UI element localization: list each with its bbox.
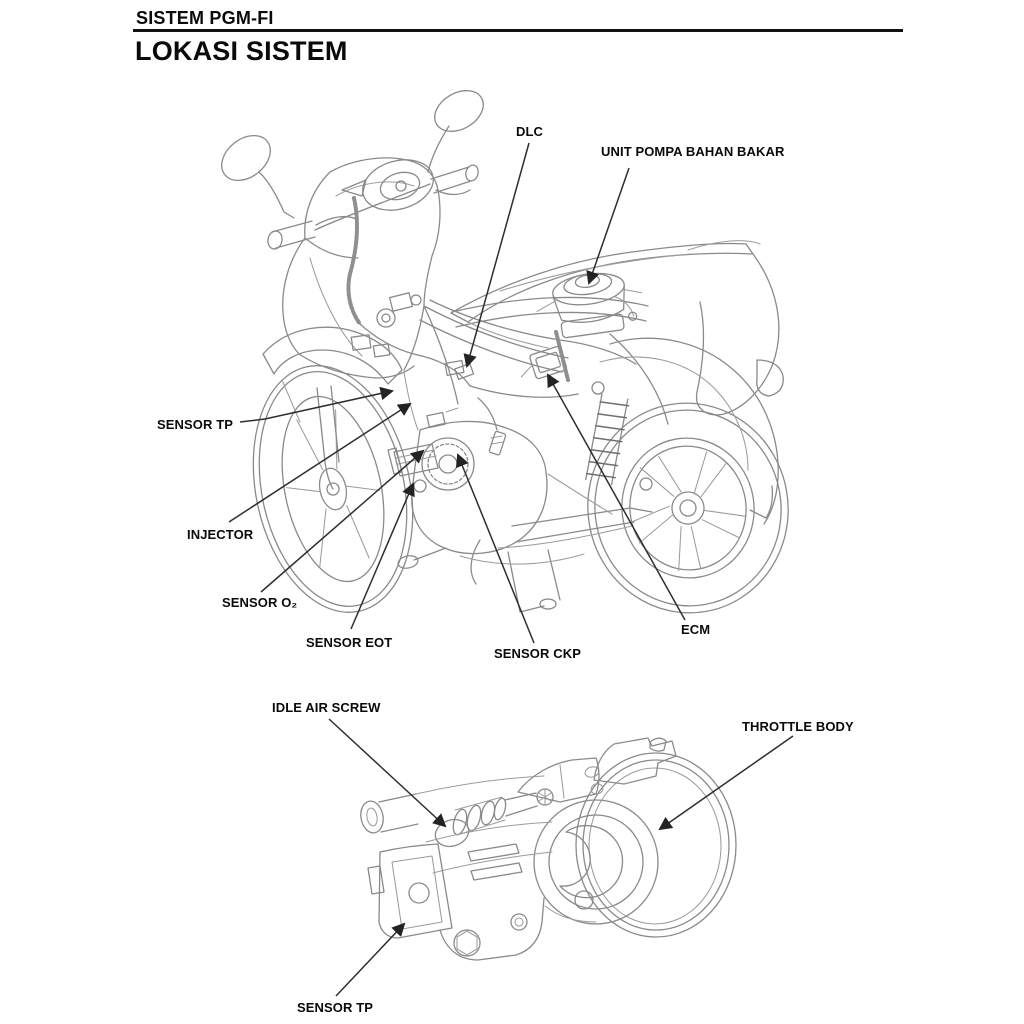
leader-dlc: [463, 142, 530, 368]
tail-panel: [695, 253, 780, 416]
front-fork: [281, 379, 340, 496]
leader-sensor-ckp: [456, 453, 535, 644]
engine: [387, 407, 548, 555]
rear-fender: [599, 337, 784, 525]
leader-lines: [228, 142, 794, 997]
label-sensor-tp-throttle: SENSOR TP: [297, 1000, 373, 1015]
section-header: SISTEM PGM-FI: [136, 8, 274, 28]
tp-sensor-part: [367, 843, 453, 939]
leader-injector: [228, 402, 412, 523]
label-idle-air-screw: IDLE AIR SCREW: [272, 700, 381, 715]
dlc-connector: [454, 362, 475, 381]
front-fender: [262, 326, 403, 385]
leader-fuel-pump: [586, 167, 630, 285]
throttle-body-illustration: [360, 737, 737, 961]
rear-shock: [585, 381, 653, 491]
front-cowl: [282, 157, 441, 379]
label-sensor-tp: SENSOR TP: [157, 417, 233, 432]
label-injector: INJECTOR: [187, 527, 254, 542]
label-throttle-body: THROTTLE BODY: [742, 719, 854, 734]
fuel-hose: [554, 330, 570, 382]
idle-air-screw-part: [434, 788, 554, 848]
motorcycle-illustration: [221, 90, 789, 614]
leader-sensor-eot: [350, 482, 415, 630]
leader-sensor-tp: [239, 386, 394, 423]
header-rule: [133, 29, 903, 32]
fuel-pump-unit: [536, 272, 643, 339]
page-title: LOKASI SISTEM: [135, 36, 348, 66]
label-sensor-ckp: SENSOR CKP: [494, 646, 581, 661]
diagram-labels: DLC UNIT POMPA BAHAN BAKAR SENSOR TP INJ…: [157, 124, 854, 1015]
leader-sensor-tp-throttle: [335, 922, 406, 997]
label-sensor-eot: SENSOR EOT: [306, 635, 392, 650]
leader-sensor-o2: [260, 449, 425, 593]
o2-sensor: [477, 397, 507, 456]
leader-throttle-body: [658, 735, 794, 831]
label-dlc: DLC: [516, 124, 544, 139]
wiring-harness: [346, 196, 637, 398]
seat: [450, 240, 761, 323]
leader-ecm: [547, 373, 686, 621]
left-mirror: [221, 134, 295, 219]
label-ecm: ECM: [681, 622, 710, 637]
leader-idle-air-screw: [328, 718, 447, 828]
label-fuel-pump-unit: UNIT POMPA BAHAN BAKAR: [601, 144, 785, 159]
label-sensor-o2: SENSOR O₂: [222, 595, 297, 610]
rear-wheel: [587, 402, 789, 614]
right-mirror: [427, 90, 484, 173]
swingarm: [397, 473, 653, 613]
